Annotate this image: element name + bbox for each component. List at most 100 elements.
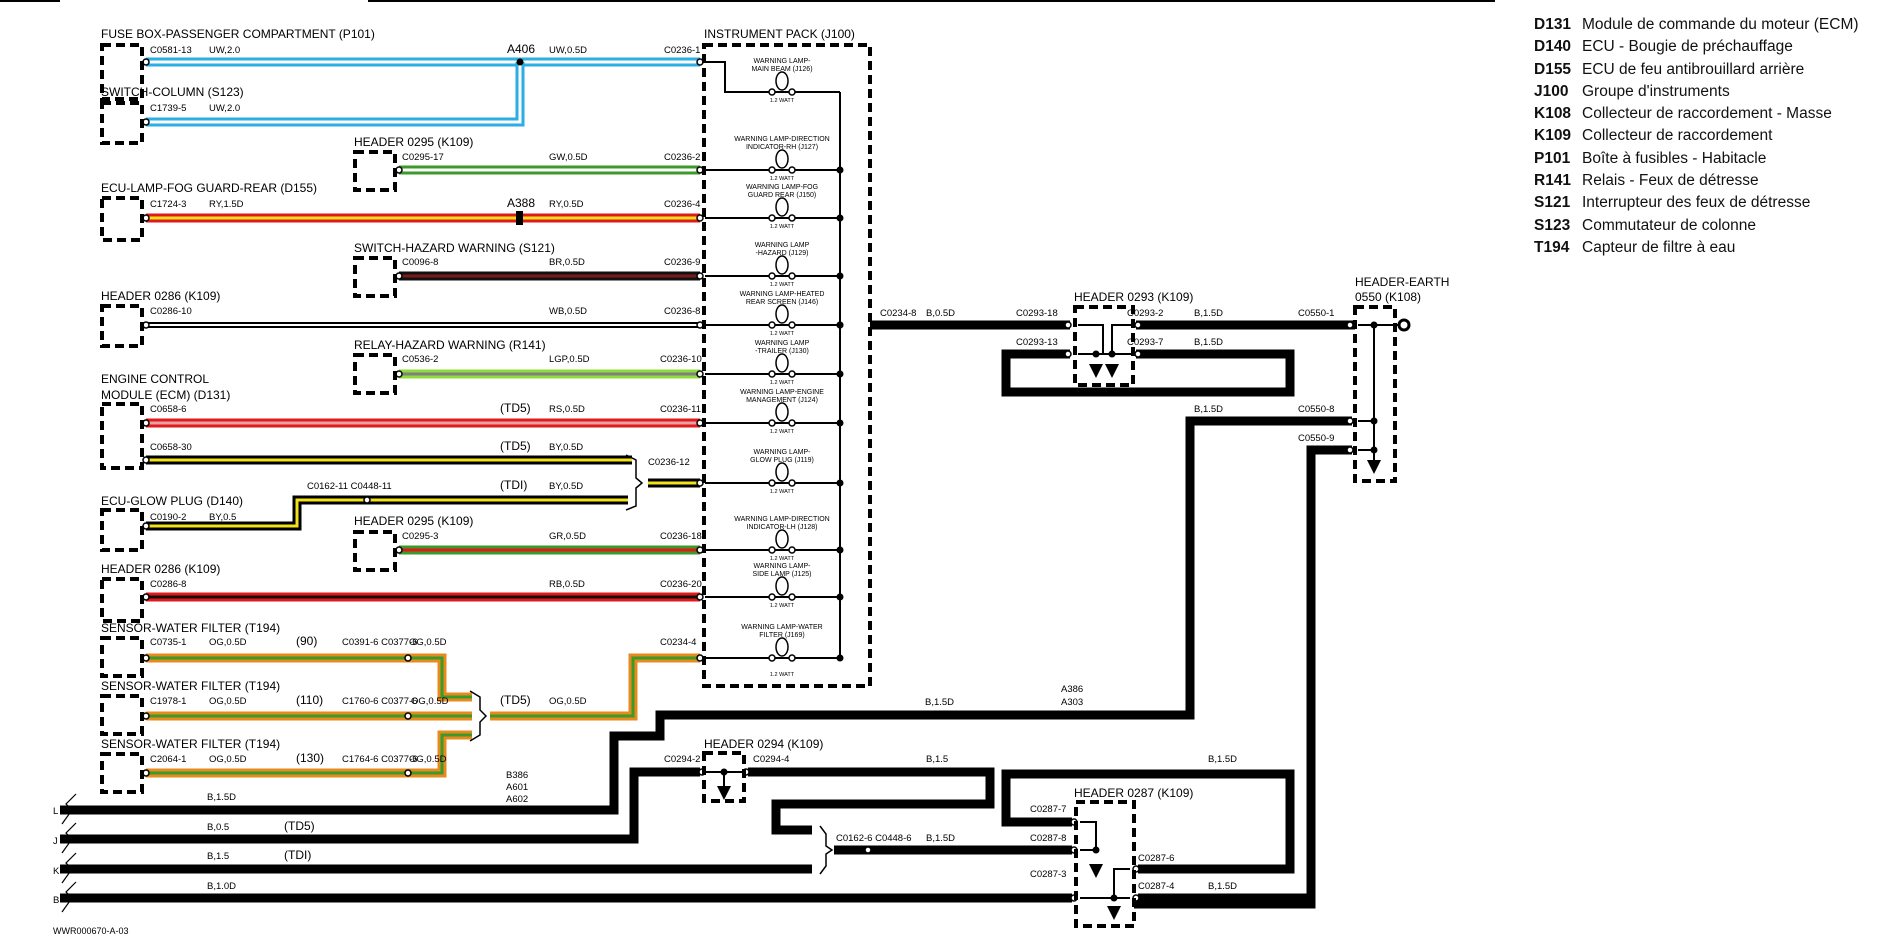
lamp-terminal-icon [788,321,796,329]
wires-layer [60,57,1411,920]
wire-break-icon [61,822,77,854]
legend-code: D140 [1534,38,1572,56]
splice-a406: A406 [507,42,535,56]
spec-og-s3: OG,0.5D [209,754,247,765]
legend-code: D131 [1534,16,1572,33]
spec-og-s2: OG,0.5D [209,696,247,707]
label-header-earth-1: HEADER-EARTH [1355,275,1449,289]
spec-h287-top: B,1.5D [1208,754,1237,765]
lamp-terminal-icon [768,593,776,601]
connector-pin-icon [1064,350,1072,358]
variant-td5-a: (TD5) [500,401,531,415]
lamp-wattage: 1.2 WATT [770,489,795,495]
ground-arrow-icon [1367,460,1381,474]
connector-pin-icon [1346,321,1354,329]
conn-c0294-4: C0294-4 [753,754,789,765]
lamp-label: WARNING LAMP- [754,58,812,65]
label-header-0293: HEADER 0293 (K109) [1074,290,1193,304]
label-sensor-3: SENSOR-WATER FILTER (T194) [101,737,280,751]
lamp-label: WARNING LAMP- [754,563,812,570]
legend-code: K109 [1534,127,1572,145]
legend-description: Commutateur de colonne [1582,216,1757,234]
lamp-bulb-icon [775,149,789,169]
lamp-label: WARNING LAMP- [754,449,812,456]
ground-arrow-icon [717,786,731,800]
label-sensor-1: SENSOR-WATER FILTER (T194) [101,621,280,635]
legend-code: P101 [1534,149,1571,167]
conn-c0550-9: C0550-9 [1298,433,1334,444]
lamp-label: -TRAILER (J130) [755,348,809,355]
spec-og-merged: OG,0.5D [549,696,587,707]
lamp-bulb-icon [775,255,789,275]
lamp-label: WARNING LAMP [755,242,810,249]
conn-c1724-3: C1724-3 [150,199,186,210]
variant-90: (90) [296,634,317,648]
legend-description: Collecteur de raccordement [1582,127,1773,145]
conn-c0287-7: C0287-7 [1030,804,1066,815]
label-switch-hazard: SWITCH-HAZARD WARNING (S121) [354,241,555,255]
conn-c0287-3: C0287-3 [1030,869,1066,880]
lamp-bulb-icon [775,462,789,482]
conn-c0536-2: C0536-2 [402,354,438,365]
lamp-label: WARNING LAMP-DIRECTION [734,136,829,143]
h287-int [1080,821,1097,850]
spec-og-s2b: OG,0.5D [411,696,449,707]
label-fuse-box: FUSE BOX-PASSENGER COMPARTMENT (P101) [101,27,375,41]
legend-code: J100 [1534,82,1569,100]
wire-og-s3-stripe [146,733,472,775]
conn-c0293-13: C0293-13 [1016,337,1058,348]
spec-h293-2: B,1.5D [1194,308,1223,319]
h293-int [1078,324,1104,354]
lamp-bulb-icon [775,353,789,373]
lamp-label: WARNING LAMP-DIRECTION [734,516,829,523]
box-header-0295-b [353,530,397,572]
conn-c1739-5: C1739-5 [150,103,186,114]
label-switch-column: SWITCH-COLUMN (S123) [101,85,244,99]
box-header-0294 [702,751,746,803]
connector-pin-icon [142,456,150,464]
box-sensor-3 [100,752,144,794]
lamp-bulb-icon [775,304,789,324]
legend-description: ECU de feu antibrouillard arrière [1582,60,1805,78]
lamp-label: FILTER (J169) [759,632,804,639]
connector-pin-icon [696,370,704,378]
bus-spec-b: B,1.0D [207,881,236,892]
connector-pin-icon [1134,321,1142,329]
legend-code: S121 [1534,194,1571,212]
spec-wb05d: WB,0.5D [549,306,587,317]
lamp-terminal-icon [788,214,796,222]
legend-description: ECU - Bougie de préchauffage [1582,38,1793,56]
bus-splice-a602: A602 [506,794,528,805]
bus-variant-td5: (TD5) [284,819,315,833]
wire-og-merged-stripe [490,656,700,718]
h287-int [1113,868,1130,898]
label-sensor-2: SENSOR-WATER FILTER (T194) [101,679,280,693]
box-switch-column [100,101,144,145]
legend-description: Boîte à fusibles - Habitacle [1582,149,1767,167]
legend-code: R141 [1534,172,1572,190]
conn-c0190-2: C0190-2 [150,512,186,523]
ground-arrow-icon [1089,864,1103,878]
lamp-terminal-icon [768,214,776,222]
bus-label-l: L [53,806,58,817]
bus-label-b: B [53,895,59,906]
lamp-bulb-icon [775,529,789,549]
label-header-0295-a: HEADER 0295 (K109) [354,135,473,149]
bus-variant-tdi: (TDI) [284,848,311,862]
spec-e550-8: B,1.5D [1194,404,1223,415]
conn-c0236-18: C0236-18 [660,531,702,542]
spec-by05d-a: BY,0.5D [549,442,583,453]
brace-c0236-12 [625,454,644,511]
label-header-0286-b: HEADER 0286 (K109) [101,562,220,576]
inline-connector-icon [404,654,412,662]
box-header-0287 [1074,800,1136,928]
ground-arrow-icon [1089,364,1103,378]
lamp-label: WARNING LAMP-HEATED [740,291,825,298]
variant-td5-b: (TD5) [500,439,531,453]
conn-c0236-4: C0236-4 [664,199,700,210]
lamp-label: WARNING LAMP-WATER [741,624,822,631]
wire-c0550-9 [1134,445,1352,909]
variant-td5-c: (TD5) [500,693,531,707]
